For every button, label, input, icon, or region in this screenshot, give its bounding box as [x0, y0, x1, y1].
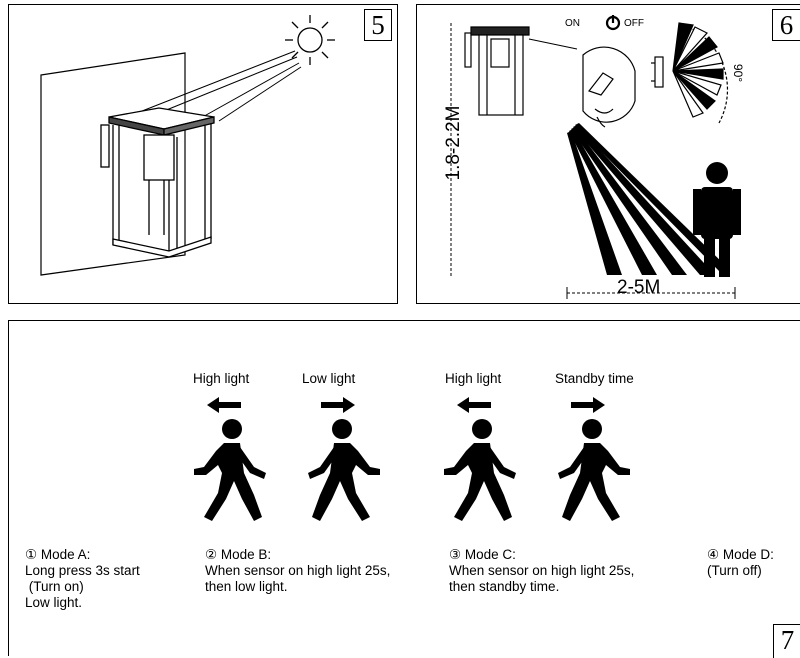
wall-shape [40, 52, 186, 276]
sun-icon [285, 15, 335, 65]
walking-person-icon [194, 419, 266, 521]
person-icon [693, 162, 741, 277]
mode-a-line: (Turn on) [25, 579, 84, 594]
mode-a: ① Mode A: Long press 3s start (Turn on) … [25, 547, 140, 611]
detection-beams [567, 123, 727, 275]
walking-person-icon [308, 419, 380, 521]
arrow-right-icon [571, 397, 605, 413]
mode-d: ④ Mode D: (Turn off) [707, 547, 774, 579]
hand-switch-illustration [582, 46, 636, 128]
sensor-fan-icon [651, 22, 729, 124]
walking-person-icon [558, 419, 630, 521]
label-high-light-1: High light [193, 371, 250, 386]
lamp-illustration [100, 107, 215, 258]
switch-off-label: OFF [624, 18, 644, 29]
mode-b: ② Mode B: When sensor on high light 25s,… [205, 547, 390, 595]
arrow-left-icon [207, 397, 241, 413]
panel-7: High light Low light High light Standby … [8, 320, 800, 658]
panel-number-7: 7 [773, 624, 800, 658]
sun-rays [136, 50, 302, 122]
panel-number-6: 6 [772, 9, 800, 41]
lamp-sun-illustration [40, 15, 335, 276]
label-high-light-2: High light [445, 371, 502, 386]
label-standby-time: Standby time [555, 371, 634, 386]
mode-c-title: ③ Mode C: [449, 547, 516, 562]
panel-5: 5 [8, 4, 398, 304]
mode-a-title: ① Mode A: [25, 547, 91, 562]
mode-a-line: Low light. [25, 595, 83, 610]
mode-a-line: Long press 3s start [25, 563, 140, 578]
walking-figures [194, 397, 630, 521]
mode-d-title: ④ Mode D: [707, 547, 774, 562]
switch-on-label: ON [565, 18, 580, 29]
mode-c-line: then standby time. [449, 579, 560, 594]
height-label: 1.8-2.2M [443, 105, 464, 181]
arrow-left-icon [457, 397, 491, 413]
angle-label: 90° [731, 63, 746, 83]
mode-d-line: (Turn off) [707, 563, 762, 578]
mode-b-title: ② Mode B: [205, 547, 272, 562]
distance-label: 2-5M [617, 277, 661, 298]
panel-number-5: 5 [364, 9, 392, 41]
mode-c-line: When sensor on high light 25s, [449, 563, 635, 578]
walking-person-icon [444, 419, 516, 521]
mode-c: ③ Mode C: When sensor on high light 25s,… [449, 547, 634, 595]
mode-b-line: then low light. [205, 579, 288, 594]
small-lamp-illustration [464, 26, 530, 116]
arrow-right-icon [321, 397, 355, 413]
sensor-range-illustration [450, 15, 741, 299]
panel-6: 1.8-2.2M 2-5M 90° ON OFF 6 [416, 4, 800, 304]
mode-b-line: When sensor on high light 25s, [205, 563, 391, 578]
label-low-light: Low light [302, 371, 356, 386]
